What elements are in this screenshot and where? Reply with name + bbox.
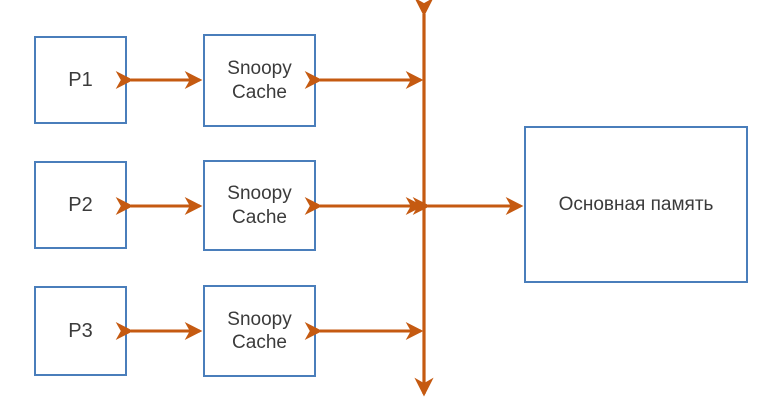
cache-label-1: Snoopy Cache [227, 58, 292, 103]
cache-label-3: Snoopy Cache [227, 308, 292, 353]
cache-box-2[interactable]: Snoopy Cache [203, 160, 316, 251]
main-memory-label: Основная память [558, 193, 714, 215]
cache-box-1[interactable]: Snoopy Cache [203, 34, 316, 127]
main-memory-box[interactable]: Основная память [524, 126, 748, 283]
processor-label-p2: P2 [68, 193, 93, 216]
processor-box-p3[interactable]: P3 [34, 286, 127, 376]
cache-label-2: Snoopy Cache [227, 183, 292, 228]
processor-label-p3: P3 [68, 319, 93, 342]
processor-box-p1[interactable]: P1 [34, 36, 127, 124]
cache-box-3[interactable]: Snoopy Cache [203, 285, 316, 377]
processor-box-p2[interactable]: P2 [34, 161, 127, 249]
processor-label-p1: P1 [68, 68, 93, 91]
